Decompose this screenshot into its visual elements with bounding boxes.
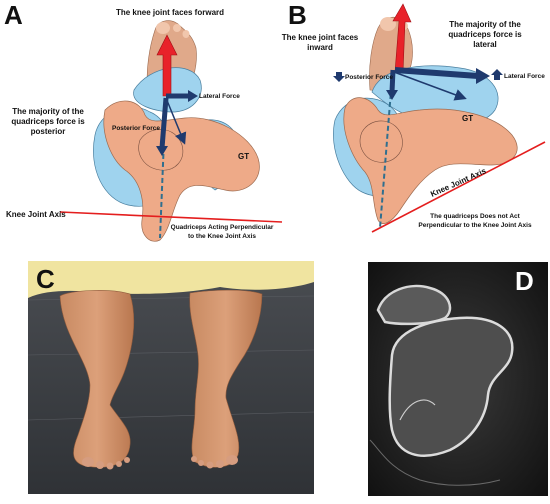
panel-a-posterior-arrowhead	[156, 146, 168, 156]
panel-a-gt-label: GT	[238, 152, 249, 161]
floor-seam	[27, 349, 315, 356]
panel-b-title-line2: inward	[307, 43, 333, 52]
panel-b-posterior-force-label: Posterior Force	[345, 74, 393, 81]
panel-a-posterior-force-label: Posterior Force	[112, 125, 160, 132]
panel-b-axis-label: Knee Joint Axis	[429, 166, 488, 199]
panel-b-posterior-arrowhead	[386, 90, 398, 100]
panel-b-lateral-legend-icon	[491, 69, 503, 80]
right-leg	[189, 289, 263, 468]
panel-c: C	[27, 261, 315, 494]
panel-a-title: The knee joint faces forward	[116, 8, 224, 17]
panel-b-posterior-force-arrow	[389, 69, 396, 93]
panel-b-quadriceps-line	[379, 77, 393, 229]
floor-seam	[27, 411, 315, 421]
big-toe	[156, 22, 170, 34]
panel-b-gt-label: GT	[462, 114, 473, 123]
panel-a-majority-line1: The majority of the	[12, 107, 84, 116]
big-toe	[380, 17, 396, 31]
panel-b-not-perp-line1: The quadriceps Does not Act	[430, 213, 521, 220]
left-leg	[59, 290, 135, 468]
panel-a-majority-line3: posterior	[31, 127, 66, 136]
panel-b-lateral-force-arrow	[394, 67, 479, 79]
trochlea-edge	[399, 399, 436, 421]
panel-d-letter: D	[515, 266, 534, 296]
calcaneus-peach	[343, 97, 518, 224]
panel-b-majority-line2: quadriceps force is	[448, 30, 522, 39]
panel-a-posterior-force-arrow	[159, 97, 169, 149]
panel-b-knee-axis-line	[371, 141, 546, 233]
panel-b-title-line1: The knee joint faces	[282, 33, 359, 42]
panel-a-forward-arrow	[156, 34, 178, 97]
toe	[173, 24, 181, 32]
panel-b-not-perp-line2: Perpendicular to the Knee Joint Axis	[418, 222, 532, 229]
panel-b-forward-arrow	[392, 3, 412, 73]
panel-b-posterior-legend-icon	[333, 72, 345, 82]
panel-a-axis-label: Knee Joint Axis	[6, 210, 66, 219]
panel-c-yellow-garment	[28, 261, 314, 298]
panel-b-majority-line1: The majority of the	[449, 20, 521, 29]
panel-d: D	[368, 262, 548, 496]
panel-b: B GT Knee Joint Axis The knee joint	[282, 0, 546, 233]
panel-a-perp-line2: to the Knee Joint Axis	[188, 233, 256, 240]
panel-b-lateral-force-label: Lateral Force	[504, 73, 545, 80]
toes	[82, 455, 238, 470]
patella-bone	[376, 284, 452, 326]
panel-a-perp-line1: Quadriceps Acting Perpendicular	[171, 224, 274, 231]
panel-a: A GT Knee Joint Axis The knee joint f	[4, 0, 283, 242]
femur-bone	[388, 316, 514, 457]
panel-b-resultant-arrow	[393, 71, 467, 101]
panel-b-majority-line3: lateral	[473, 40, 497, 49]
panel-c-letter: C	[36, 264, 55, 294]
panel-a-lateral-arrowhead	[188, 90, 198, 102]
talus-outline	[359, 120, 403, 163]
panel-a-letter: A	[4, 0, 23, 30]
toe	[182, 30, 190, 38]
panel-a-knee-axis-line	[59, 211, 283, 223]
talus-outline	[138, 129, 184, 171]
soft-tissue	[369, 439, 501, 486]
panel-a-majority-line2: quadriceps force is	[11, 117, 85, 126]
panel-a-resultant-arrow	[165, 97, 187, 145]
panel-b-letter: B	[288, 0, 307, 30]
panel-b-lateral-arrowhead	[476, 68, 490, 84]
panel-a-lateral-force-label: Lateral Force	[199, 93, 240, 100]
